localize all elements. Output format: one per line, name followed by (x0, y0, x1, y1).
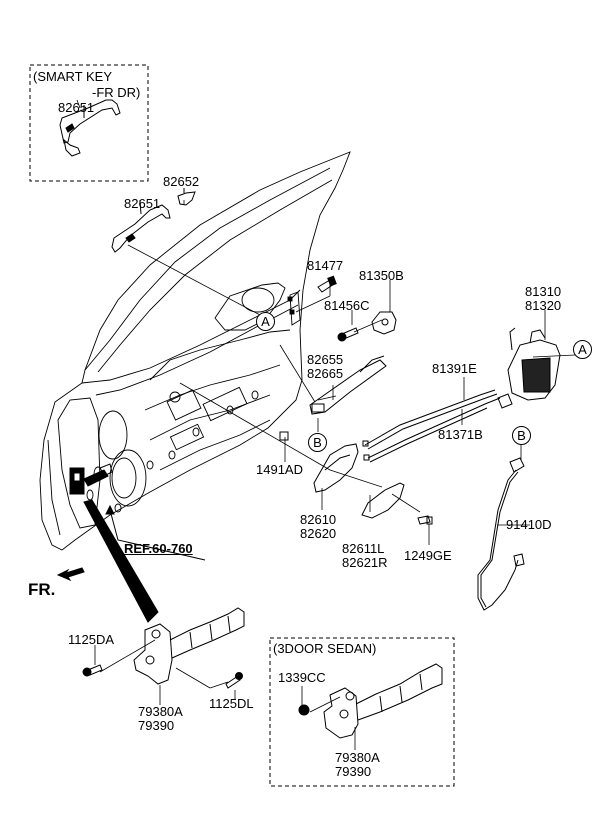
label-3door-79380a: 79380A (335, 750, 380, 765)
label-81350b: 81350B (359, 268, 404, 283)
label-82665: 82665 (307, 366, 344, 381)
label-smart-key-82651: 82651 (58, 100, 95, 115)
screw-1249ge (417, 515, 433, 525)
label-79380a-79390: 79380A 79390 (138, 705, 183, 733)
bolt-1125dl (225, 672, 243, 689)
reference-label: REF.60-760 (124, 541, 193, 556)
inside-handle-bezel (361, 482, 405, 519)
label-82610-82620: 82610 82620 (300, 513, 336, 541)
label-81310-81320: 81310 81320 (525, 285, 561, 313)
callout-a-right: A (573, 340, 592, 359)
label-82621r: 82621R (342, 555, 388, 570)
door-checker-main (133, 607, 245, 685)
inside-handle (313, 443, 359, 493)
door-latch-assembly (497, 327, 561, 409)
clip-1491ad (279, 431, 289, 441)
label-82655: 82655 (307, 352, 344, 367)
label-81391e: 81391E (432, 361, 477, 376)
three-door-title: (3DOOR SEDAN) (273, 641, 377, 656)
label-3door-79380a-79390: 79380A 79390 (335, 751, 380, 779)
callout-b-right: B (512, 426, 531, 445)
label-82611l: 82611L (342, 541, 385, 556)
callout-b-left: B (308, 433, 327, 452)
label-82651: 82651 (124, 196, 161, 211)
nut-1339cc (298, 704, 310, 716)
label-81310: 81310 (525, 284, 562, 299)
bolt-81477 (317, 275, 337, 293)
handle-cover (177, 191, 196, 206)
striker (371, 311, 397, 335)
label-81320: 81320 (525, 298, 562, 313)
label-82652: 82652 (163, 174, 200, 189)
label-81371b: 81371B (438, 427, 483, 442)
label-79390: 79390 (138, 718, 175, 733)
callout-a-left: A (256, 312, 275, 331)
label-82655-82665: 82655 82665 (307, 353, 343, 381)
label-1249ge: 1249GE (404, 548, 452, 563)
smart-key-title-line2: -FR DR) (92, 85, 141, 100)
wiring-harness (477, 457, 525, 611)
door-checker-3door (323, 663, 443, 739)
label-82610: 82610 (300, 512, 337, 527)
ref-leader (109, 509, 206, 561)
label-3door-79390: 79390 (335, 764, 372, 779)
label-79380a: 79380A (138, 704, 183, 719)
smart-key-group-box (29, 64, 149, 182)
smart-key-title-line1: (SMART KEY (33, 69, 112, 84)
inside-handle-rod (309, 355, 387, 415)
fr-arrow (56, 567, 85, 582)
label-1491ad: 1491AD (256, 462, 303, 477)
front-direction-label: FR. (28, 580, 56, 599)
door-checker-strip (69, 463, 159, 623)
screw-81456c (337, 327, 359, 342)
smart-key-outer-handle (59, 99, 121, 157)
label-81477: 81477 (307, 258, 344, 273)
label-82611l-82621r: 82611L 82621R (342, 542, 388, 570)
bolt-1125da (82, 664, 103, 677)
leader-lines (76, 99, 576, 750)
label-1125da: 1125DA (68, 632, 115, 647)
door-panel (39, 151, 351, 551)
three-door-group-box (269, 637, 455, 787)
label-82620: 82620 (300, 526, 337, 541)
label-1339cc: 1339CC (278, 670, 326, 685)
label-1125dl: 1125DL (209, 696, 254, 711)
label-91410d: 91410D (506, 517, 552, 532)
outer-handle (111, 199, 171, 253)
latch-cables (362, 389, 501, 463)
label-81456c: 81456C (324, 298, 370, 313)
